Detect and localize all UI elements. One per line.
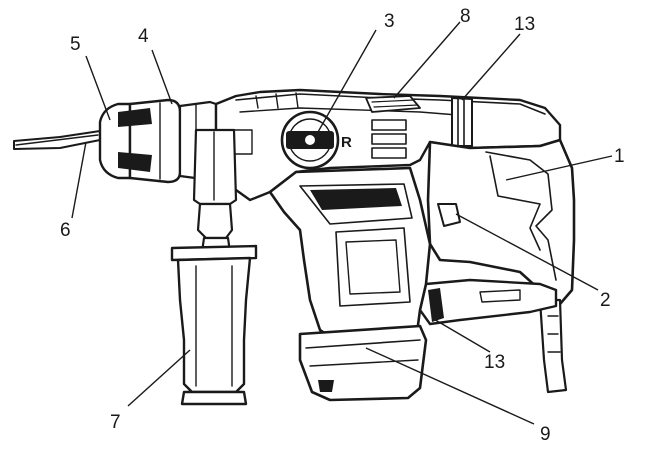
leader-6 [71, 141, 87, 219]
callout-2: 2 [600, 290, 611, 311]
lower-handle-brace [418, 278, 558, 326]
callout-1: 1 [614, 146, 625, 167]
callout-5: 5 [70, 34, 81, 55]
callout-8: 8 [460, 6, 471, 27]
battery-base [298, 324, 428, 402]
main-handle [426, 138, 576, 394]
leader-lines [71, 21, 613, 425]
callout-13-lower: 13 [484, 352, 505, 373]
leader-9 [365, 347, 535, 425]
callout-3: 3 [384, 11, 395, 32]
leader-4 [151, 49, 173, 105]
callout-9: 9 [540, 424, 551, 445]
leader-13b [431, 317, 491, 353]
callout-6: 6 [60, 220, 71, 241]
callout-7: 7 [110, 412, 121, 433]
gear-housing: R [214, 88, 562, 202]
leader-5 [85, 55, 111, 121]
callout-labels: 1 2 3 4 5 6 7 8 9 13 13 [60, 6, 625, 445]
leader-8 [393, 21, 461, 99]
leader-13a [461, 33, 521, 101]
auxiliary-handle [170, 244, 258, 406]
drill-bit [13, 130, 101, 150]
leader-1 [505, 155, 613, 181]
leader-3 [317, 29, 377, 133]
leader-7 [127, 349, 191, 407]
callout-13-upper: 13 [514, 14, 535, 35]
mode-symbol-label: R [341, 134, 352, 151]
motor-housing [268, 166, 432, 346]
side-handle-clamp [192, 128, 238, 254]
callout-4: 4 [138, 26, 149, 47]
leader-2 [455, 213, 599, 291]
